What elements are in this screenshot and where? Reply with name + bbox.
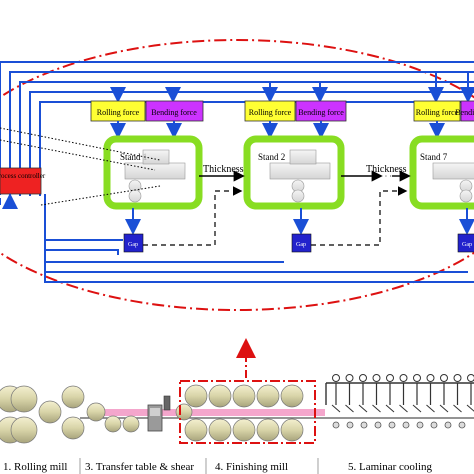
spray-jet [466,404,474,412]
spray-jet [439,404,449,413]
thickness-label: Thickness [203,164,244,175]
rolling-force-label: Rolling force [97,108,140,117]
controller-dotted-links [0,127,161,206]
stand-7-group: Rolling force Bending force Stand 7 Gap [409,100,474,253]
finishing-mill-highlight [179,380,316,444]
spray-nozzle [413,374,421,382]
spray-nozzle [372,374,381,382]
stand-name: Stand 1 [120,152,147,162]
process-controller-box [0,167,42,195]
spray-nozzle [440,374,448,382]
spray-jet [399,404,408,413]
spray-jet [385,404,395,413]
gap-feedback-dashed [143,186,408,246]
gap-box-1 [123,233,144,253]
spray-nozzle [453,374,462,382]
thickness-label: Thickness [366,164,407,175]
feedback-lines [0,61,474,283]
laminar-cooling-sprays [325,382,474,405]
control-loop-highlight-ellipse [0,39,474,311]
steel-strip [95,409,325,416]
bending-force-label: Bending force [151,108,197,117]
section-label-finishing-mill: 4. Finishing mill [215,461,288,473]
spray-heads [331,374,474,413]
bending-force-label: Bending force [455,108,474,117]
spray-nozzle [467,374,474,382]
spray-nozzle [332,374,340,382]
section-label-transfer-shear: 3. Transfer table & shear [85,461,194,473]
bending-force-label: Bending force [298,108,344,117]
rolling-mill-rolls [0,385,140,444]
spray-nozzle [399,374,408,382]
gap-box-7 [457,233,474,253]
process-controller-text: Process controller [0,172,46,180]
stand-machine-icon [432,162,474,203]
spray-jet [331,404,341,413]
gap-label: Gap [462,242,472,248]
stand-name: Stand 2 [258,152,285,162]
ellipsis-label: · · · [380,172,392,181]
gap-box-2 [291,233,312,253]
spray-jet [345,404,354,413]
gap-label: Gap [128,242,138,248]
process-controller-label: Process controller [0,172,46,180]
section-dividers [79,458,319,474]
production-line [0,374,474,444]
rolling-force-label: Rolling force [416,108,459,117]
spray-jet [358,404,368,413]
stand-machine-icon [269,149,331,203]
spray-nozzle [345,374,354,382]
spray-nozzle [359,374,367,382]
stand-1-group: Rolling force Bending force Stand 1 Gap [90,100,204,253]
spray-jet [426,404,435,413]
finishing-mill-rolls [175,384,304,442]
cooling-table-rollers [332,421,466,429]
bending-force-box-7 [460,100,474,122]
stand-name: Stand 7 [420,152,448,162]
spray-jet [412,404,422,413]
spray-nozzle [386,374,394,382]
rolling-force-label: Rolling force [249,108,292,117]
spray-jet [453,404,462,413]
spray-nozzle [426,374,435,382]
shear-icon [147,395,171,432]
force-feed-arrows [110,72,474,103]
stand-2-group: Rolling force Bending force Stand 2 Gap [243,100,347,253]
spray-jet [372,404,381,413]
section-label-laminar-cooling: 5. Laminar cooling [348,461,433,473]
section-label-rolling-mill: 1. Rolling mill [3,461,67,473]
gap-label: Gap [296,242,306,248]
